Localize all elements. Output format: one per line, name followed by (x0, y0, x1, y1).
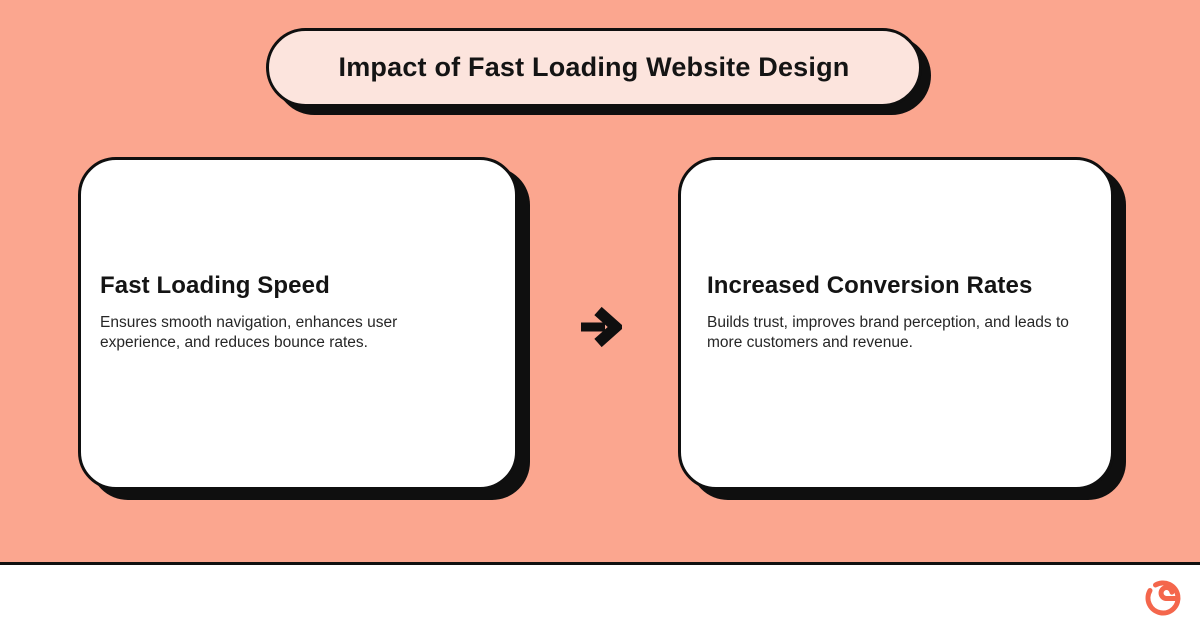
card-content: Increased Conversion Rates Builds trust,… (681, 160, 1111, 353)
card-heading: Increased Conversion Rates (707, 272, 1033, 299)
card-body: Ensures smooth navigation, enhances user… (100, 314, 398, 351)
card-heading: Fast Loading Speed (100, 272, 330, 299)
title-pill: Impact of Fast Loading Website Design (266, 28, 922, 107)
card-content: Fast Loading Speed Ensures smooth naviga… (81, 160, 515, 353)
footer-bar (0, 562, 1200, 630)
arrow-right-icon (578, 306, 622, 348)
card-increased-conversion-rates: Increased Conversion Rates Builds trust,… (678, 157, 1114, 490)
g-spiral-logo (1143, 578, 1183, 618)
card-fast-loading-speed: Fast Loading Speed Ensures smooth naviga… (78, 157, 518, 490)
card-body: Builds trust, improves brand perception,… (707, 314, 1069, 351)
page-title: Impact of Fast Loading Website Design (338, 52, 850, 82)
